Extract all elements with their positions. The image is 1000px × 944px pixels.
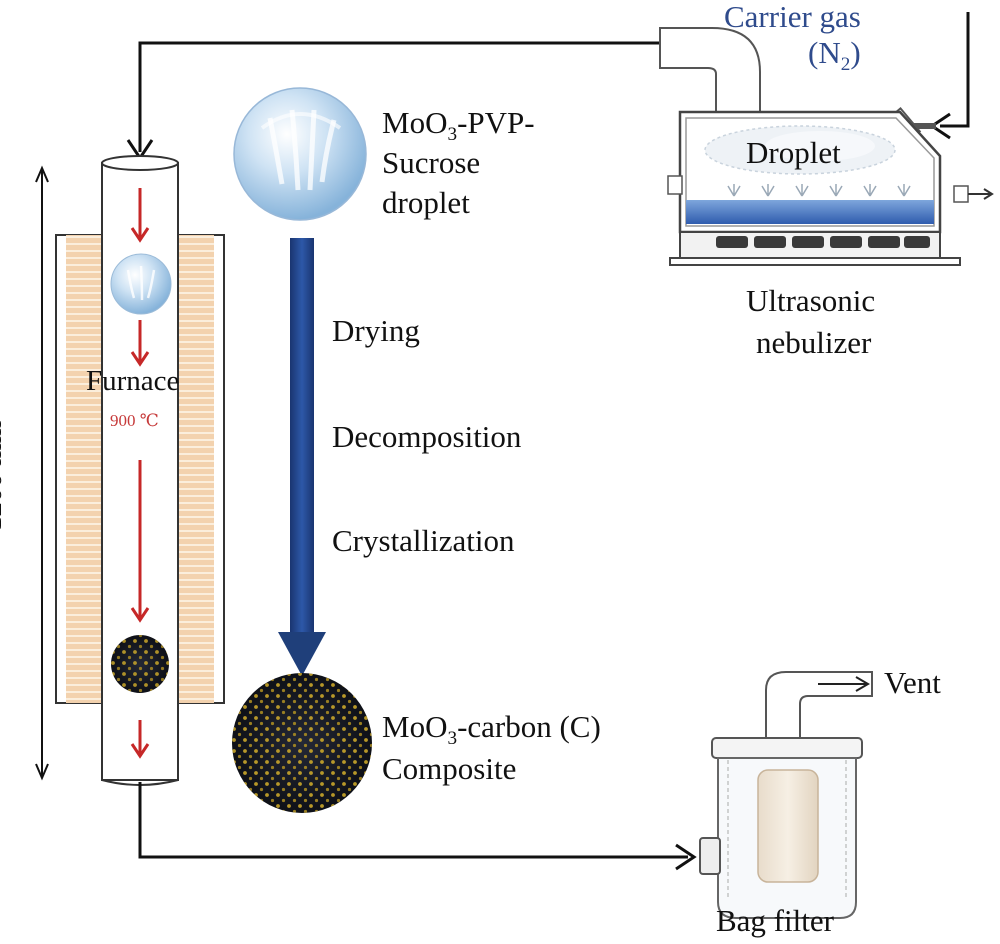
outlet-line <box>138 782 697 871</box>
mist-jets <box>727 184 911 197</box>
length-dimension <box>35 165 49 781</box>
step-decomposition: Decomposition <box>332 419 522 454</box>
vent-label: Vent <box>884 665 941 700</box>
precursor-label-line3: droplet <box>382 185 470 220</box>
process-arrow <box>278 238 326 676</box>
flow-arrows <box>130 188 150 759</box>
bag-filter <box>699 671 873 919</box>
nebulizer-body <box>667 110 994 266</box>
nebulizer-label-line2: nebulizer <box>756 325 872 360</box>
composite-particle <box>232 673 372 813</box>
product-label-line2: Composite <box>382 751 517 786</box>
precursor-droplet <box>233 87 367 221</box>
outlet-pipe <box>659 27 761 113</box>
furnace-temperature: 900 ℃ <box>110 411 159 430</box>
furnace-label: Furnace <box>86 365 180 397</box>
product-label-line1: MoO3-carbon (C) <box>382 709 601 750</box>
furnace-length-label: 1200 mm <box>0 420 9 532</box>
precursor-label-line1: MoO3-PVP- <box>382 105 535 146</box>
nebulizer-droplet-label: Droplet <box>746 135 841 170</box>
furnace-particle <box>111 635 169 693</box>
transducers <box>716 236 930 248</box>
carrier-gas-formula: (N2) <box>808 35 861 76</box>
furnace-droplet <box>110 253 172 315</box>
step-drying: Drying <box>332 313 420 348</box>
precursor-label-line2: Sucrose <box>382 145 481 180</box>
bag-filter-label: Bag filter <box>716 903 834 938</box>
nebulizer-label-line1: Ultrasonic <box>746 283 876 318</box>
carrier-gas-label: Carrier gas <box>724 0 861 34</box>
step-crystallization: Crystallization <box>332 523 515 558</box>
